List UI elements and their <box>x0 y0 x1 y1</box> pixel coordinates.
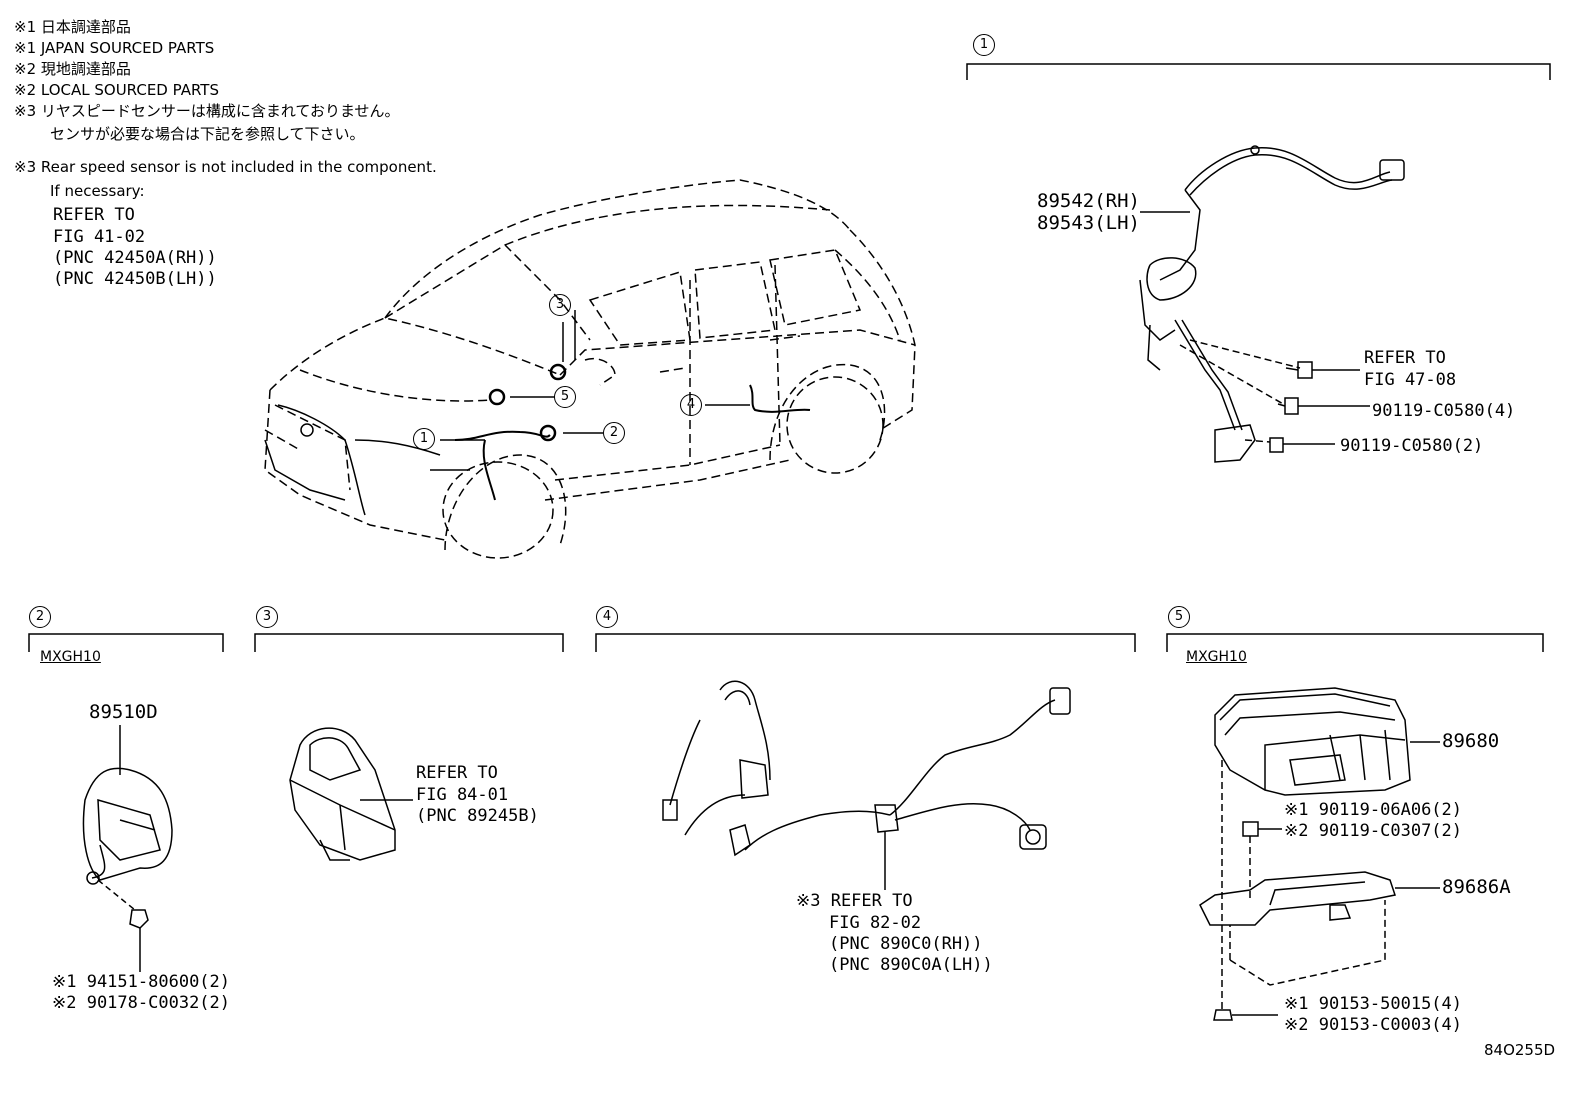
section-4-refer-pnc-lh: (PNC 890C0A(LH)) <box>829 955 993 975</box>
note-refer-fig: FIG 41-02 <box>53 227 146 247</box>
note-sensor-jp-2: センサが必要な場合は下記を参照して下さい。 <box>50 125 365 143</box>
part-89510d: 89510D <box>89 701 158 723</box>
vehicle-markers <box>440 322 750 442</box>
section-2-sensor <box>82 725 173 972</box>
part-89680: 89680 <box>1442 730 1500 752</box>
nut-90178-c0032: ※2 90178-C0032(2) <box>52 993 231 1013</box>
section-4-harness <box>662 680 1071 890</box>
section-3-index: 3 <box>256 606 278 628</box>
bolt-90119-c0580-4: 90119-C0580(4) <box>1372 401 1516 421</box>
bolt-90119-c0307: ※2 90119-C0307(2) <box>1284 821 1463 841</box>
figure-code: 84O255D <box>1484 1041 1556 1059</box>
section-3-refer: REFER TO <box>416 763 498 783</box>
note-refer-pnc-rh: (PNC 42450A(RH)) <box>53 248 217 268</box>
section-4-refer-fig: FIG 82-02 <box>829 913 922 933</box>
note-refer-pnc-lh: (PNC 42450B(LH)) <box>53 269 217 289</box>
section-2-index: 2 <box>29 606 51 628</box>
screw-90153-50015: ※1 90153-50015(4) <box>1284 994 1463 1014</box>
car-callout-1: 1 <box>413 428 435 450</box>
note-sensor-jp: ※3 リヤスピードセンサーは構成に含まれておりません。 <box>14 102 400 120</box>
car-callout-2: 2 <box>603 422 625 444</box>
car-callout-4: 4 <box>680 394 702 416</box>
car-callout-5: 5 <box>554 386 576 408</box>
part-89686a: 89686A <box>1442 876 1511 898</box>
part-89542-rh: 89542(RH) <box>1037 190 1140 212</box>
section-brackets <box>28 63 1551 652</box>
section-5-model: MXGH10 <box>1186 649 1247 665</box>
section-5-ecu <box>1199 687 1440 1021</box>
section-1-index: 1 <box>973 34 995 56</box>
note-japan-jp: ※1 日本調達部品 <box>14 18 131 36</box>
section-1-refer-fig: FIG 47-08 <box>1364 370 1457 390</box>
note-refer-to: REFER TO <box>53 205 135 225</box>
section-4-refer: ※3 REFER TO <box>796 891 913 911</box>
screw-90153-c0003: ※2 90153-C0003(4) <box>1284 1015 1463 1035</box>
section-2-model: MXGH10 <box>40 649 101 665</box>
section-1-harness <box>1139 145 1405 463</box>
note-if-necessary: If necessary: <box>50 182 145 200</box>
section-4-refer-pnc-rh: (PNC 890C0(RH)) <box>829 934 983 954</box>
section-4-index: 4 <box>596 606 618 628</box>
car-callout-3: 3 <box>549 294 571 316</box>
section-1-refer: REFER TO <box>1364 348 1446 368</box>
note-local-en: ※2 LOCAL SOURCED PARTS <box>14 81 219 99</box>
nut-94151-80600: ※1 94151-80600(2) <box>52 972 231 992</box>
section-3-refer-fig: FIG 84-01 <box>416 785 509 805</box>
section-5-index: 5 <box>1168 606 1190 628</box>
note-sensor-en: ※3 Rear speed sensor is not included in … <box>14 158 437 176</box>
section-3-sensor <box>289 727 413 861</box>
bolt-90119-c0580-2: 90119-C0580(2) <box>1340 436 1484 456</box>
section-3-refer-pnc: (PNC 89245B) <box>416 806 539 826</box>
bolt-90119-06a06: ※1 90119-06A06(2) <box>1284 800 1463 820</box>
note-japan-en: ※1 JAPAN SOURCED PARTS <box>14 39 215 57</box>
part-89543-lh: 89543(LH) <box>1037 212 1140 234</box>
note-local-jp: ※2 現地調達部品 <box>14 60 131 78</box>
vehicle-grille <box>264 310 811 516</box>
vehicle-outline <box>264 179 916 559</box>
